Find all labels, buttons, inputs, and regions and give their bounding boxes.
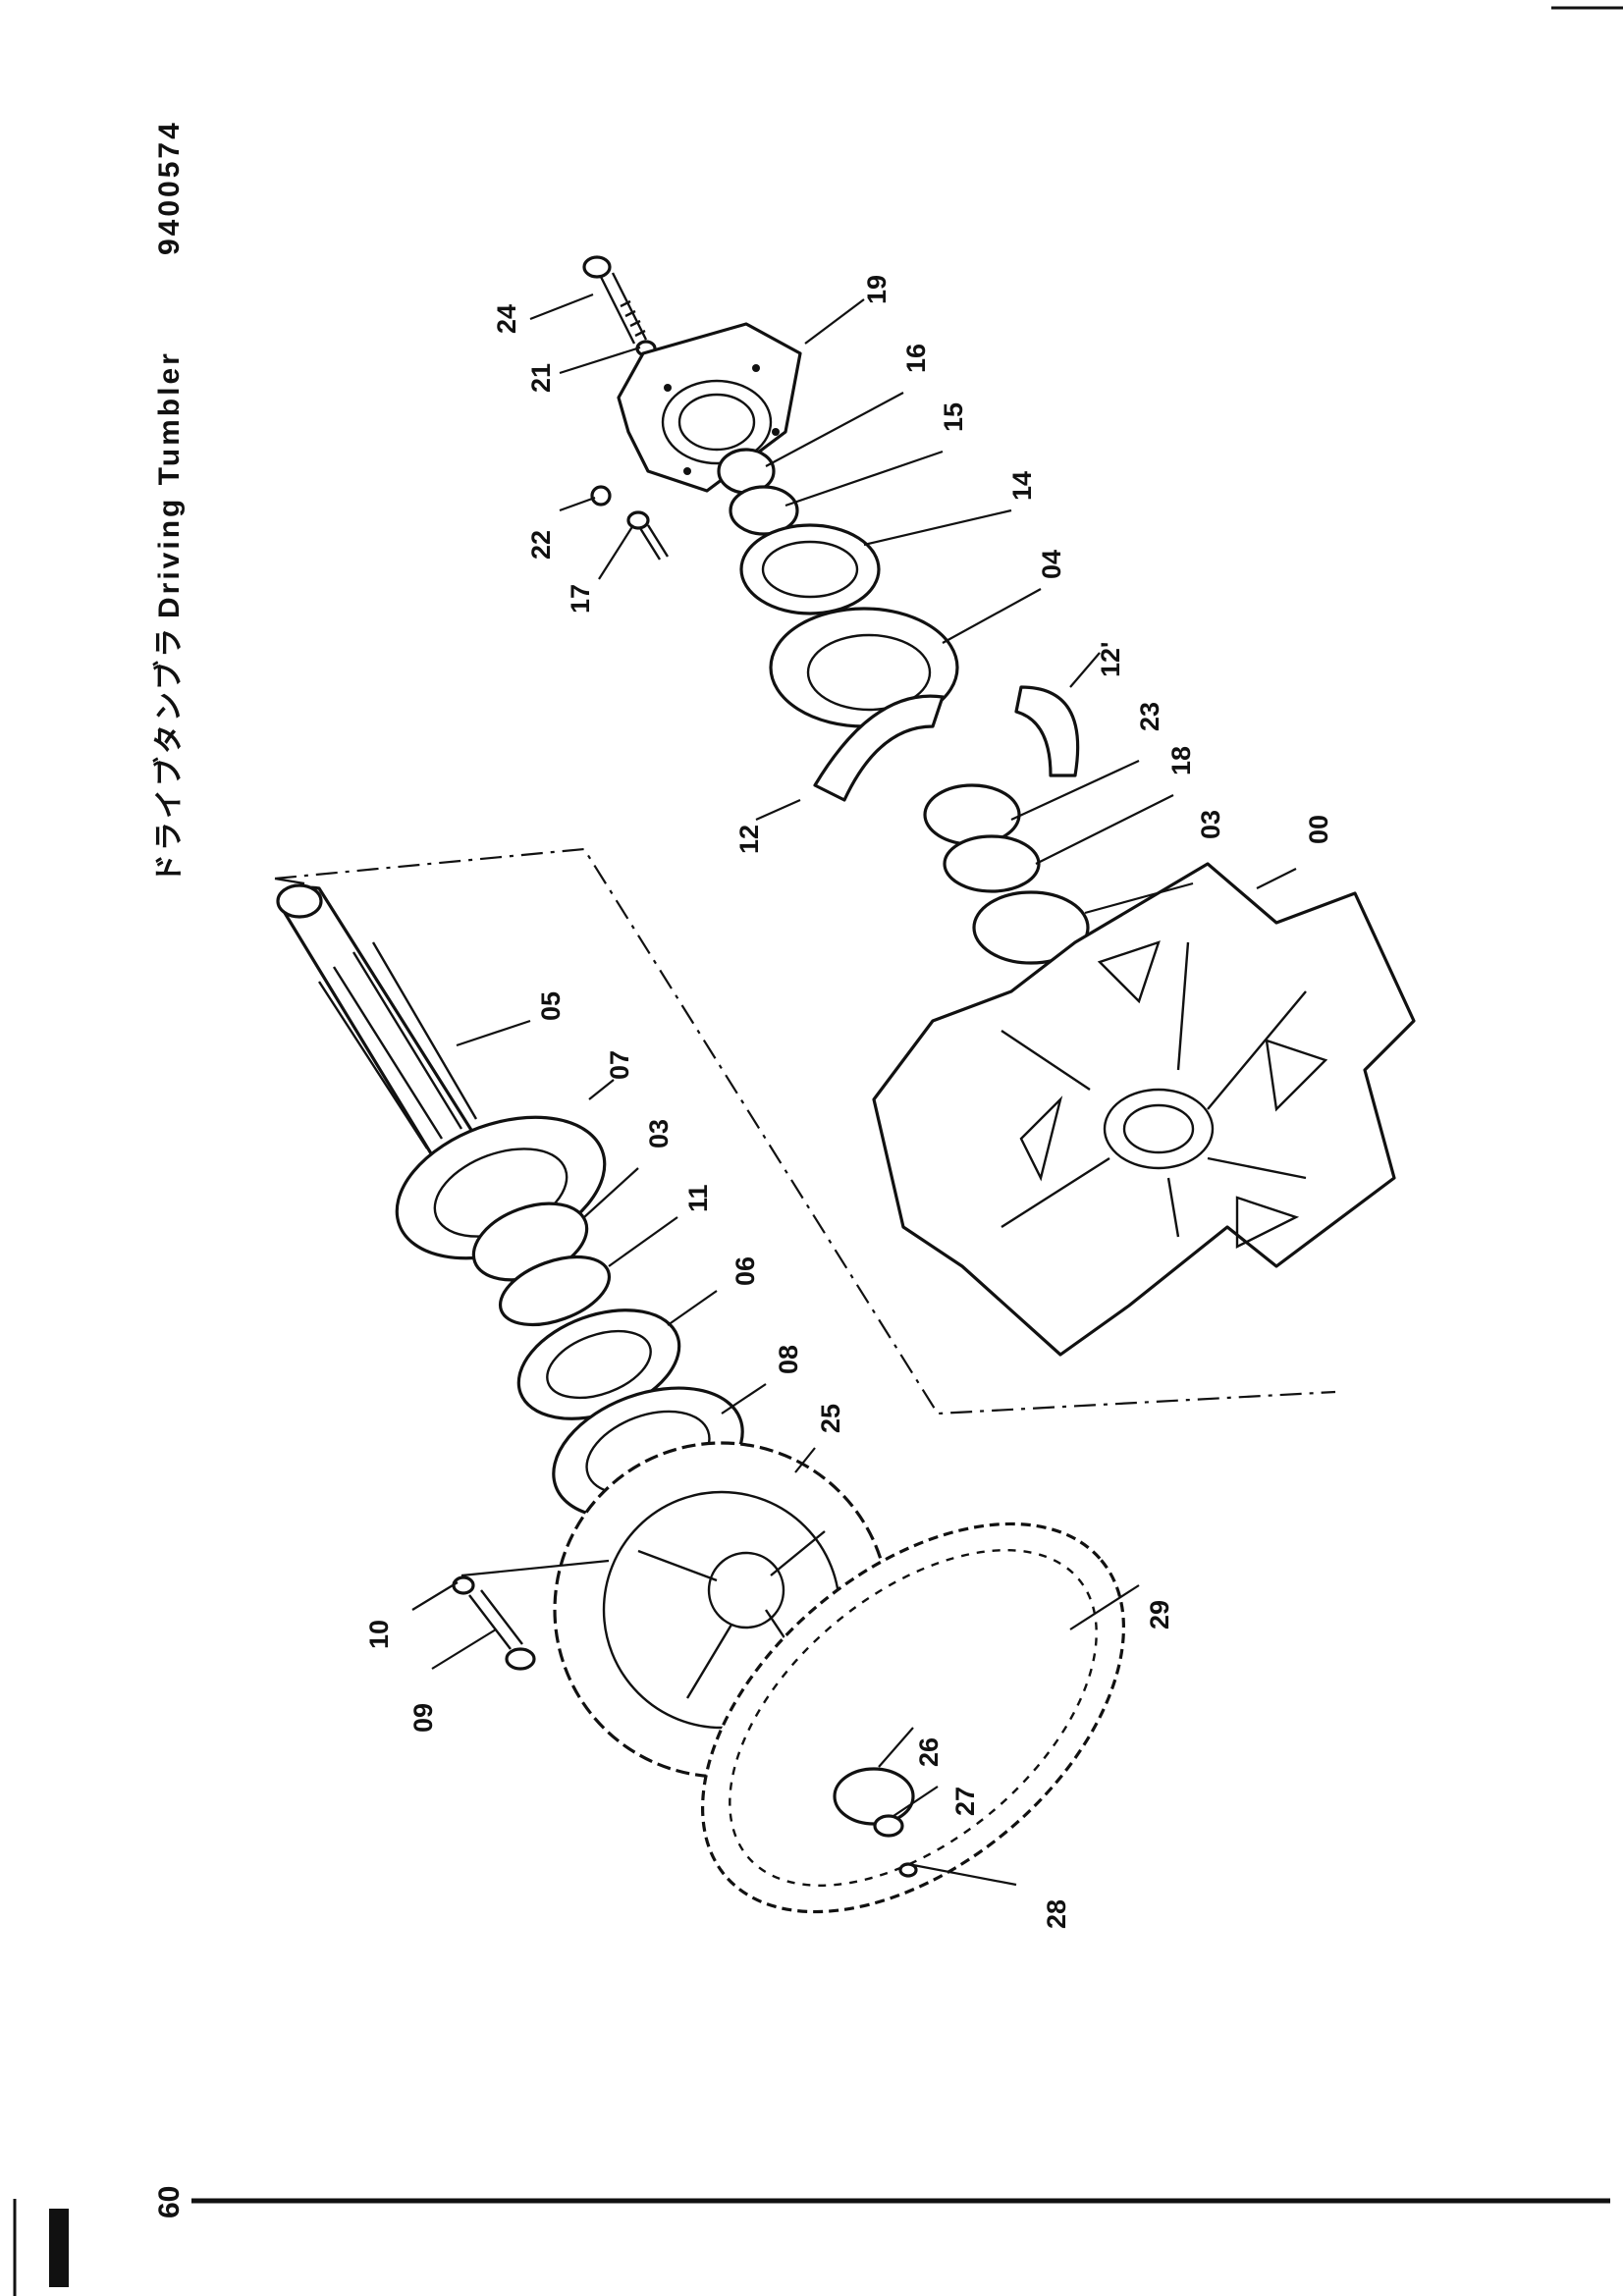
- scan-artifact: [49, 2209, 69, 2287]
- pin-28: [898, 1862, 918, 1878]
- callout-04: 04: [1037, 550, 1066, 579]
- nut-15: [729, 485, 799, 536]
- callout-26: 26: [914, 1737, 944, 1767]
- seal-03-upper: [972, 890, 1090, 965]
- half-collar-12-prime: [1014, 685, 1080, 777]
- callout-29: 29: [1145, 1600, 1174, 1629]
- callout-27: 27: [950, 1787, 980, 1816]
- bolt-09: [468, 1589, 536, 1671]
- callout-12: 12: [734, 825, 764, 854]
- assembly-outline: [274, 847, 1336, 1415]
- outline-corner: [274, 877, 305, 885]
- callout-03-lower: 03: [644, 1119, 674, 1148]
- callout-11: 11: [683, 1184, 713, 1212]
- ring-11: [498, 1255, 612, 1327]
- bolt-24: [582, 255, 648, 345]
- callout-24: 24: [492, 304, 521, 334]
- bolt-17: [626, 510, 670, 561]
- callout-06: 06: [730, 1256, 760, 1286]
- callout-05: 05: [536, 991, 566, 1021]
- leader-lines: [411, 293, 1297, 1887]
- callout-28: 28: [1042, 1899, 1071, 1929]
- callout-17: 17: [566, 584, 595, 614]
- chain-29: [700, 1522, 1126, 1914]
- seal-23: [923, 783, 1021, 846]
- half-collar-12: [813, 694, 945, 802]
- callout-08: 08: [774, 1345, 803, 1374]
- title-english: Driving Tumbler: [153, 350, 186, 618]
- nut-22: [590, 485, 612, 507]
- callout-09: 09: [408, 1703, 438, 1733]
- page-number: 60: [153, 2186, 186, 2218]
- bearing-14: [739, 523, 881, 615]
- callout-16: 16: [901, 344, 931, 373]
- callout-19: 19: [862, 275, 892, 304]
- bolt-27: [873, 1814, 904, 1838]
- callout-18: 18: [1166, 746, 1196, 775]
- callout-14: 14: [1007, 471, 1037, 501]
- callout-00: 00: [1304, 815, 1333, 844]
- part-code: 9400574: [153, 120, 186, 255]
- tumbler-00: [872, 862, 1416, 1357]
- shaft-05: [276, 883, 488, 1171]
- callout-12-prime: 12': [1096, 642, 1125, 677]
- title-japanese: ドライブタンブラ: [152, 625, 186, 883]
- callout-labels: 24 21 19 16 15 14 04 22 17 12' 23 18 03 …: [364, 275, 1333, 1929]
- callout-15: 15: [939, 402, 968, 432]
- callout-22: 22: [526, 530, 556, 560]
- callout-25: 25: [816, 1404, 845, 1433]
- plate-26: [833, 1767, 915, 1826]
- callout-21: 21: [526, 363, 556, 393]
- callout-10: 10: [364, 1620, 394, 1649]
- callout-07: 07: [605, 1050, 634, 1080]
- callout-23: 23: [1135, 702, 1164, 731]
- callout-03-upper: 03: [1196, 810, 1225, 839]
- washer-10: [452, 1575, 475, 1595]
- o-ring-18: [943, 834, 1041, 893]
